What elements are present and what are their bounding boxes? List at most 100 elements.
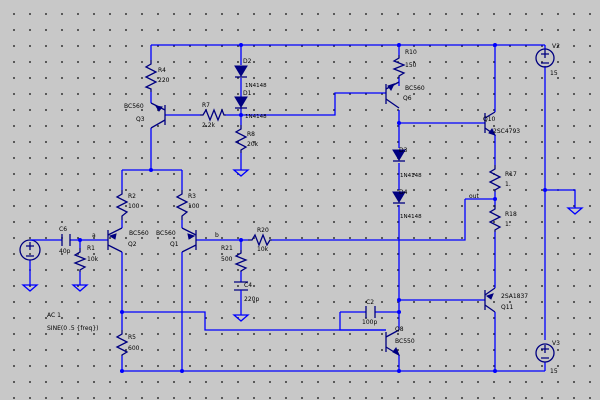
junction-dot <box>78 238 82 242</box>
q8-ref-label: Q8 <box>395 326 404 333</box>
r1-ref-label: R1 <box>87 245 95 252</box>
r21-resistor-symbol[interactable] <box>234 250 248 272</box>
q10-ref-label: Q10 <box>483 116 496 123</box>
junction-dot <box>239 43 243 47</box>
r4-resistor-symbol[interactable] <box>144 60 158 92</box>
c6-value-label: 40p <box>59 248 71 255</box>
junction-dot <box>543 188 547 192</box>
v2-value-label: 15 <box>550 70 558 77</box>
q3-transistor-symbol[interactable] <box>150 102 166 129</box>
junction-dot <box>120 310 124 314</box>
ground-icon <box>566 207 584 215</box>
c4-ref-label: C4 <box>244 282 252 289</box>
ground-icon <box>71 284 89 292</box>
d2-diode-symbol[interactable] <box>234 65 248 77</box>
q6-arrow <box>387 83 395 91</box>
r3-resistor-symbol[interactable] <box>175 190 189 220</box>
r18-resistor-symbol[interactable] <box>488 205 502 232</box>
junction-dot <box>493 369 497 373</box>
ground-icon <box>21 284 39 292</box>
r17-resistor-symbol[interactable] <box>488 165 502 192</box>
r10-value-label: 150 <box>405 62 417 69</box>
q1-arrow <box>187 233 196 240</box>
capacitors <box>61 234 376 318</box>
v2-ref-label: V2 <box>552 43 560 50</box>
r8-value-label: 20k <box>247 141 259 148</box>
r1-resistor-symbol[interactable] <box>73 248 87 272</box>
v2-polarity <box>541 50 549 64</box>
c2-capacitor-symbol[interactable] <box>365 306 376 318</box>
junction-dot <box>239 238 243 242</box>
q3-value-label: BC560 <box>124 103 144 110</box>
c2-value-label: 100p <box>362 319 377 326</box>
grounds <box>21 169 584 322</box>
v3-polarity <box>541 345 549 359</box>
r2-resistor-symbol[interactable] <box>115 190 129 220</box>
d3-ref-label: D3 <box>399 147 408 154</box>
d3-diode-symbol[interactable] <box>392 149 406 161</box>
b-net-label: b <box>215 232 219 239</box>
q8-arrow <box>392 347 400 357</box>
q10-transistor-symbol[interactable] <box>484 111 496 136</box>
junctions <box>78 43 547 373</box>
q2-value-label: BC560 <box>129 230 149 237</box>
v2-source-symbol[interactable] <box>535 48 555 68</box>
junction-dot <box>397 43 401 47</box>
r20-resistor-symbol[interactable] <box>248 233 272 247</box>
c2-ref-label: C2 <box>366 299 374 306</box>
wires <box>29 44 576 372</box>
q2-transistor-symbol[interactable] <box>107 227 123 253</box>
q8-value-label: BC550 <box>395 338 415 345</box>
v3-source-symbol[interactable] <box>535 343 555 363</box>
r8-ref-label: R8 <box>247 131 255 138</box>
q2-arrow <box>108 233 117 240</box>
out-net-label: out <box>469 193 479 200</box>
r17-ref-label: R17 <box>505 171 517 178</box>
q2-ref-label: Q2 <box>128 241 137 248</box>
r1-value-label: 10k <box>87 256 99 263</box>
v1-ac-source-symbol[interactable] <box>19 239 41 261</box>
q10-value-label: 2SC4793 <box>493 128 520 135</box>
d4-ref-label: D4 <box>399 189 408 196</box>
r8-resistor-symbol[interactable] <box>234 125 248 153</box>
q11-leads <box>484 287 496 313</box>
q3-ref-label: Q3 <box>136 116 145 123</box>
resistors <box>73 55 502 356</box>
wire-r7-q6 <box>226 92 386 116</box>
q2-leads <box>107 227 123 253</box>
r5-resistor-symbol[interactable] <box>115 330 129 356</box>
d4-diode-symbol[interactable] <box>392 191 406 203</box>
c6-capacitor-symbol[interactable] <box>61 234 71 246</box>
r20-ref-label: R20 <box>257 227 269 234</box>
r17-value-label: 1. <box>505 181 511 188</box>
labels: R4 220 BC560 Q3 R7 2.2k D2 1N4148 D1 1N4… <box>47 43 560 375</box>
r21-ref-label: R21 <box>221 245 233 252</box>
q11-transistor-symbol[interactable] <box>484 287 496 313</box>
r20-value-label: 10k <box>257 246 269 253</box>
q3-arrow <box>155 105 163 112</box>
q11-arrow <box>485 293 494 300</box>
q1-transistor-symbol[interactable] <box>181 227 197 253</box>
q1-ref-label: Q1 <box>170 241 179 248</box>
r3-value-label: 100 <box>188 203 200 210</box>
r7-value-label: 2.2k <box>202 122 216 129</box>
d4-value-label: 1N4148 <box>400 214 422 220</box>
r5-ref-label: R5 <box>128 334 136 341</box>
c6-ref-label: C6 <box>59 226 67 233</box>
q8-transistor-symbol[interactable] <box>385 329 400 357</box>
v3-value-label: 15 <box>550 368 558 375</box>
v3-circle <box>535 343 555 363</box>
d1-diode-symbol[interactable] <box>234 96 248 108</box>
r18-ref-label: R18 <box>505 211 517 218</box>
c4-value-label: 220p <box>244 296 259 303</box>
q11-value-label: 2SA1837 <box>501 293 528 300</box>
q1-leads <box>181 227 197 253</box>
wire-q2-to-q8 <box>122 311 386 331</box>
r7-resistor-symbol[interactable] <box>200 108 226 122</box>
q6-transistor-symbol[interactable] <box>385 81 400 109</box>
r10-resistor-symbol[interactable] <box>392 55 406 78</box>
v1-ref-label: AC 1 <box>47 312 61 319</box>
wire-ground-right <box>545 189 576 208</box>
junction-dot <box>397 369 401 373</box>
